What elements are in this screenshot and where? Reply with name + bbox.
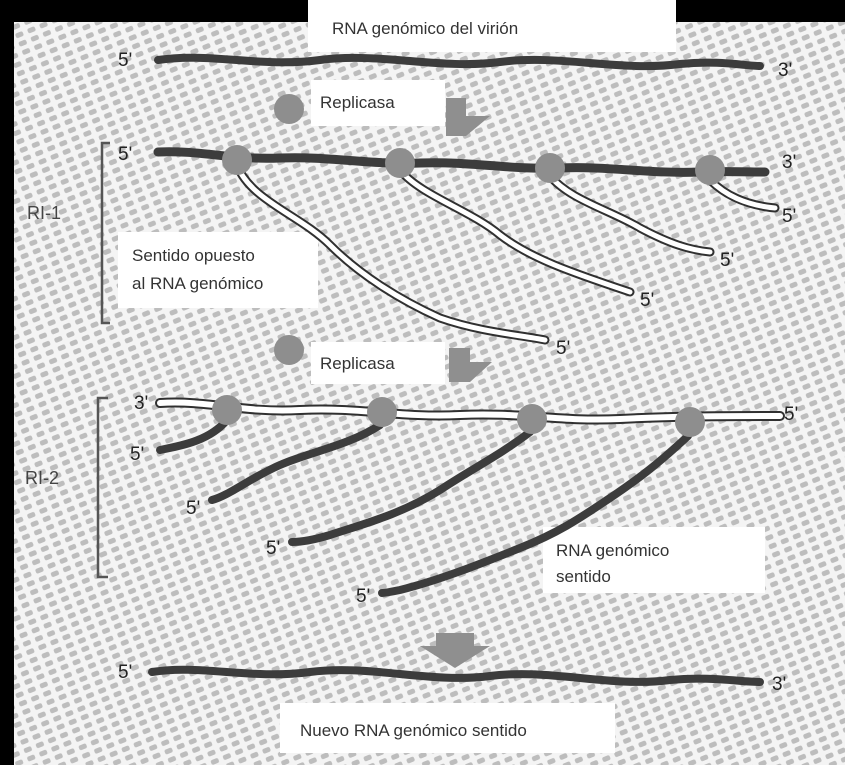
ri1-strand4-5prime: 5' [782, 206, 796, 227]
ri1-template-3prime: 3' [782, 152, 796, 173]
ri2-strand4-5prime: 5' [356, 586, 370, 607]
replicase-ri2-1 [212, 395, 242, 425]
opposite-sense-line-2: al RNA genómico [132, 274, 263, 293]
ri2-template-5prime: 5' [784, 404, 798, 425]
sense-line-2: sentido [556, 567, 611, 586]
opposite-sense-box [118, 232, 318, 308]
new-rna-3prime: 3' [772, 674, 786, 695]
replicase-ri1-2 [385, 148, 415, 178]
ri1-label: RI-1 [27, 203, 61, 223]
opposite-sense-line-1: Sentido opuesto [132, 246, 255, 265]
virion-5prime: 5' [118, 50, 132, 71]
new-rna-5prime: 5' [118, 662, 132, 683]
ri2-strand2-5prime: 5' [186, 498, 200, 519]
virion-3prime: 3' [778, 60, 792, 81]
title-label: RNA genómico del virión [332, 19, 518, 38]
sense-line-1: RNA genómico [556, 541, 669, 560]
replicase-free-1 [274, 94, 304, 124]
replicase-ri2-4 [675, 407, 705, 437]
replicase-ri2-2 [367, 397, 397, 427]
ri2-label: RI-2 [25, 468, 59, 488]
replicase-ri1-4 [695, 155, 725, 185]
replicasa-label-1: Replicasa [320, 93, 395, 112]
ri1-strand1-5prime: 5' [556, 338, 570, 359]
replicase-ri2-3 [517, 404, 547, 434]
replicasa-label-2: Replicasa [320, 354, 395, 373]
ri1-strand2-5prime: 5' [640, 290, 654, 311]
ri2-strand3-5prime: 5' [266, 538, 280, 559]
ri1-template-5prime: 5' [118, 144, 132, 165]
replicase-ri1-3 [535, 153, 565, 183]
replicase-free-2 [274, 335, 304, 365]
ri2-strand1-5prime: 5' [130, 444, 144, 465]
replicase-ri1-1 [222, 145, 252, 175]
ri2-template-3prime: 3' [134, 393, 148, 414]
bottom-label: Nuevo RNA genómico sentido [300, 721, 527, 740]
ri1-strand3-5prime: 5' [720, 250, 734, 271]
